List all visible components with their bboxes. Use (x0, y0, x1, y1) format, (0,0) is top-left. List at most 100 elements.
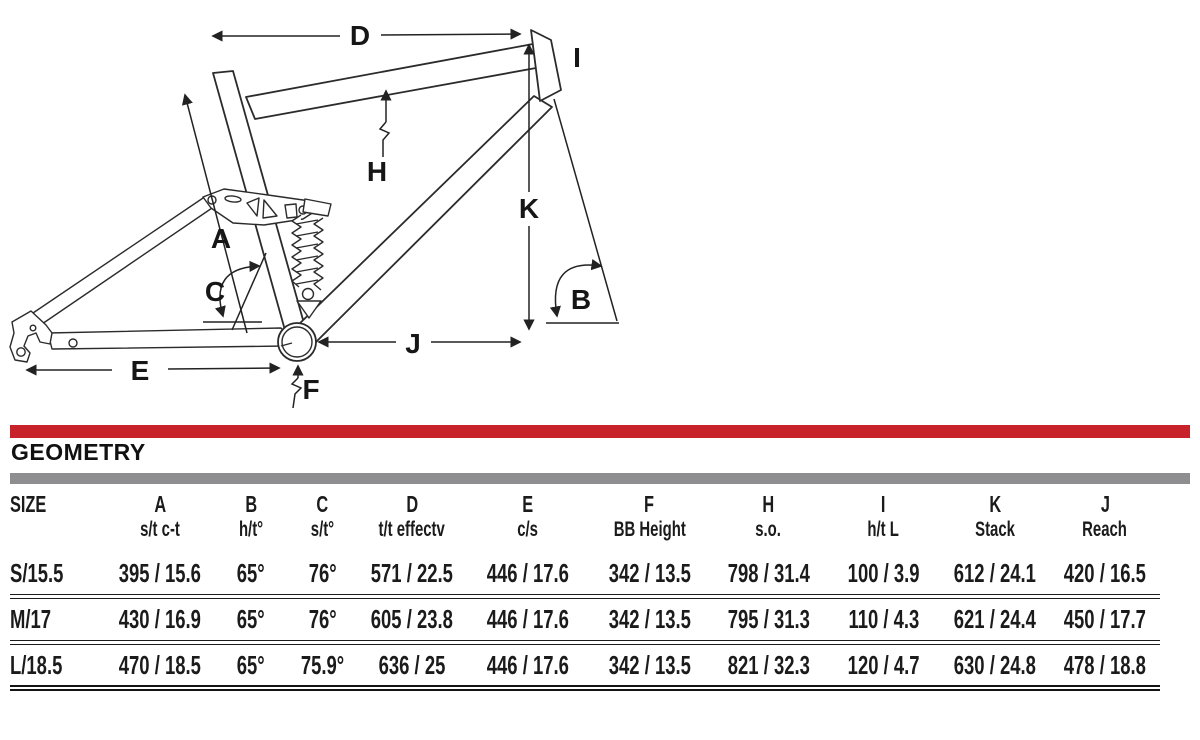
bottom-bracket-tick (280, 342, 293, 347)
cell: 478 / 18.8 (1063, 649, 1147, 680)
head-tube (530, 29, 562, 102)
label-f: F (302, 374, 319, 405)
column-header-f: F BB Height (589, 488, 710, 552)
col-letter: C (316, 491, 329, 517)
row-size: L/18.5 (10, 649, 63, 680)
dim-h: H (367, 89, 392, 187)
col-sub: Reach (1082, 518, 1128, 541)
cell: 450 / 17.7 (1063, 604, 1147, 634)
col-sub: s/t° (310, 518, 335, 541)
col-letter: E (522, 491, 534, 517)
column-header-d: D t/t effectv (357, 488, 467, 552)
cell: 75.9° (300, 649, 345, 680)
cell: 821 / 32.3 (727, 649, 810, 680)
cell: 395 / 15.6 (118, 557, 202, 588)
dim-f: F (290, 364, 320, 409)
col-sub: c/s (517, 518, 539, 541)
label-k: K (519, 193, 539, 224)
cell: 612 / 24.1 (953, 557, 1037, 588)
rocker-slot (224, 195, 242, 203)
column-header-size: SIZE (10, 488, 106, 552)
size-header-label: SIZE (10, 491, 47, 517)
cell: 795 / 31.3 (727, 604, 810, 634)
frame-geometry-diagram: D I K H A (9, 20, 619, 409)
rocker-cutout-2 (262, 199, 278, 219)
col-letter: A (154, 491, 166, 517)
dim-d: D (211, 20, 522, 51)
col-sub: s/t c-t (140, 518, 180, 541)
cell: 65° (237, 557, 265, 588)
dim-e: E (25, 355, 281, 386)
cell: 76° (308, 604, 337, 634)
col-letter: H (762, 491, 775, 517)
cell: 342 / 13.5 (608, 649, 691, 680)
cell: 621 / 24.4 (953, 604, 1037, 634)
cell: 446 / 17.6 (486, 649, 570, 680)
column-header-b: B h/t° (214, 488, 288, 552)
bottom-bracket-inner (281, 326, 313, 358)
dim-b: B (546, 98, 619, 324)
table-bottom-rule (10, 685, 1160, 691)
dropout-hole-small (29, 324, 37, 332)
dropout-hole (16, 347, 26, 357)
label-d: D (350, 20, 370, 51)
column-header-e: E c/s (467, 488, 589, 552)
col-sub: h/t° (238, 518, 264, 541)
accent-red-bar (10, 425, 1190, 438)
cell: 110 / 4.3 (848, 604, 919, 634)
cell: 430 / 16.9 (118, 604, 202, 634)
shock-lower-mount (296, 300, 322, 319)
cell: 798 / 31.4 (727, 557, 810, 588)
shock-coil-rungs (295, 219, 319, 285)
col-letter: J (1100, 491, 1110, 517)
cell: 446 / 17.6 (486, 604, 570, 634)
label-c: C (205, 276, 225, 307)
label-e: E (131, 355, 150, 386)
cell: 636 / 25 (378, 649, 446, 680)
col-letter: B (245, 491, 257, 517)
column-header-c: C s/t° (288, 488, 357, 552)
dim-j: J (317, 328, 522, 359)
label-j: J (405, 328, 421, 359)
cell: 120 / 4.7 (847, 649, 920, 680)
row-size: S/15.5 (10, 557, 64, 588)
cell: 65° (237, 604, 265, 634)
top-tube (245, 43, 537, 120)
cell: 342 / 13.5 (608, 604, 691, 634)
column-header-j: J Reach (1050, 488, 1160, 552)
section-title: GEOMETRY (11, 439, 146, 465)
label-b: B (571, 284, 591, 315)
label-a: A (211, 223, 231, 254)
column-header-i: I h/t L (827, 488, 940, 552)
rocker-cutout-3 (284, 203, 298, 219)
seat-stay (32, 195, 216, 325)
row-separator (10, 594, 1160, 599)
bike-frame-drawing (9, 29, 562, 363)
cell: 420 / 16.5 (1063, 557, 1147, 588)
row-separator (10, 640, 1160, 645)
cell: 630 / 24.8 (953, 649, 1037, 680)
label-h: H (367, 156, 387, 187)
column-header-k: K Stack (940, 488, 1050, 552)
dimension-lines: D I K H A (25, 20, 619, 409)
label-i: I (573, 42, 581, 73)
col-sub: h/t L (867, 518, 900, 541)
col-sub: s.o. (755, 518, 782, 541)
row-size: M/17 (10, 604, 52, 634)
column-header-a: A s/t c-t (106, 488, 214, 552)
shock-coil-left (291, 214, 302, 288)
cell: 342 / 13.5 (608, 557, 691, 588)
column-header-h: H s.o. (710, 488, 827, 552)
chainstay (47, 327, 288, 350)
cell: 571 / 22.5 (370, 557, 454, 588)
col-letter: K (989, 491, 1001, 517)
col-sub: Stack (975, 518, 1015, 541)
col-sub: t/t effectv (378, 518, 446, 541)
cell: 470 / 18.5 (118, 649, 202, 680)
shock-top-mount (302, 198, 332, 217)
shock-coil-right (313, 217, 324, 291)
down-tube (294, 95, 553, 345)
cell: 100 / 3.9 (847, 557, 920, 588)
cell: 76° (308, 557, 337, 588)
geometry-table: SIZE A s/t c-t B h/t° C s/t° D t/t effec… (10, 488, 1190, 691)
